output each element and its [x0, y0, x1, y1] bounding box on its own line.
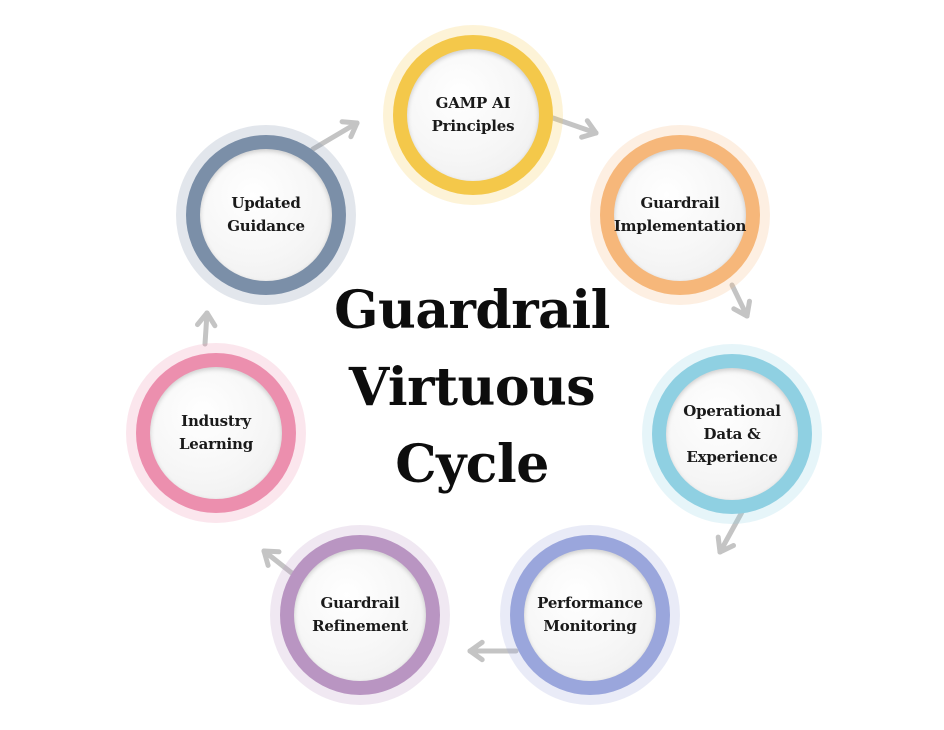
diagram-title: Guardrail Virtuous Cycle [334, 280, 610, 495]
node-inner: Guardrail Refinement [294, 549, 426, 681]
arrow-guidance-to-gamp [310, 119, 360, 152]
node-inner: Industry Learning [150, 367, 282, 499]
arrow-industry-to-guidance [195, 310, 218, 347]
node-label: Operational Data & Experience [683, 401, 781, 466]
node-guardrail-refinement: Guardrail Refinement [270, 525, 450, 705]
arrow-operational-to-performance [715, 509, 745, 555]
node-guardrail-implementation: Guardrail Implementation [590, 125, 770, 305]
node-inner: Performance Monitoring [524, 549, 656, 681]
node-inner: Guardrail Implementation [614, 149, 746, 281]
arrow-refinement-to-industry [261, 548, 296, 577]
node-gamp-ai-principles: GAMP AI Principles [383, 25, 563, 205]
node-label: GAMP AI Principles [431, 94, 515, 135]
node-label: Industry Learning [178, 412, 254, 453]
node-operational-data-experience: Operational Data & Experience [642, 344, 822, 524]
arrow-performance-to-refinement [467, 639, 519, 663]
arrow-implementation-to-operational [729, 282, 752, 319]
node-label: Guardrail Implementation [613, 194, 747, 235]
node-performance-monitoring: Performance Monitoring [500, 525, 680, 705]
arrow-gamp-to-implementation [550, 115, 599, 140]
node-inner: Operational Data & Experience [666, 368, 798, 500]
node-inner: Updated Guidance [200, 149, 332, 281]
node-updated-guidance: Updated Guidance [176, 125, 356, 305]
node-inner: GAMP AI Principles [407, 49, 539, 181]
node-label: Updated Guidance [227, 194, 305, 235]
node-label: Performance Monitoring [537, 594, 643, 635]
node-industry-learning: Industry Learning [126, 343, 306, 523]
node-label: Guardrail Refinement [312, 594, 408, 635]
